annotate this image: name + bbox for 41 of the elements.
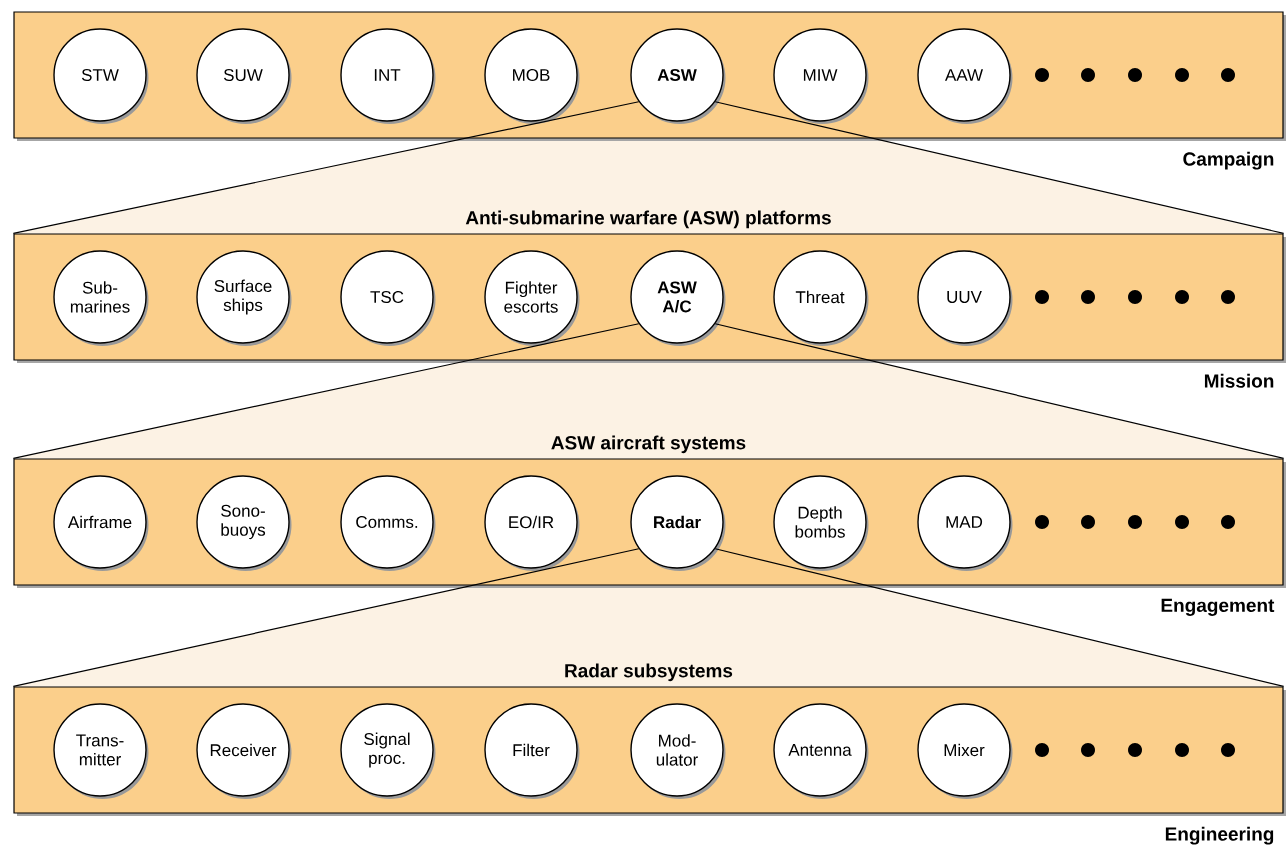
- circle-node: UUV: [917, 250, 1013, 346]
- circle-node: Surface ships: [196, 250, 292, 346]
- circle-node: INT: [340, 28, 436, 124]
- band-heading: Radar subsystems: [565, 663, 733, 682]
- circle-node: Receiver: [196, 703, 292, 799]
- expansion-line: [12, 101, 640, 234]
- expansion-line: [714, 323, 1285, 459]
- circle-node: MIW: [773, 28, 869, 124]
- circle-node: Threat: [773, 250, 869, 346]
- circle-node: TSC: [340, 250, 436, 346]
- level-label: Campaign: [1183, 151, 1274, 170]
- circle-node: Depth bombs: [773, 475, 869, 571]
- expansion-line: [714, 548, 1285, 687]
- circle-node: MOB: [484, 28, 580, 124]
- circle-node: ASW: [630, 28, 726, 124]
- circle-node: STW: [53, 28, 149, 124]
- circle-node: Filter: [484, 703, 580, 799]
- band-heading: Anti-submarine warfare (ASW) platforms: [465, 210, 831, 229]
- circle-node: Fighter escorts: [484, 250, 580, 346]
- circle-node: Trans- mitter: [53, 703, 149, 799]
- circle-node: AAW: [917, 28, 1013, 124]
- circle-node: Mixer: [917, 703, 1013, 799]
- circle-node: MAD: [917, 475, 1013, 571]
- expansion-line: [714, 101, 1285, 234]
- level-label: Engineering: [1165, 826, 1274, 845]
- circle-node: Signal proc.: [340, 703, 436, 799]
- level-label: Mission: [1204, 373, 1274, 388]
- circle-node: Antenna: [773, 703, 869, 799]
- circle-node: EO/IR: [484, 475, 580, 571]
- circle-node: Sub- marines: [53, 250, 149, 346]
- level-label: Engagement: [1161, 598, 1275, 616]
- expansion-line: [12, 548, 640, 687]
- circle-node: Mod- ulator: [630, 703, 726, 799]
- circle-node: Radar: [630, 475, 726, 571]
- circle-node: Airframe: [53, 475, 149, 571]
- circle-node: Comms.: [340, 475, 436, 571]
- band-heading: ASW aircraft systems: [551, 435, 746, 454]
- circle-node: SUW: [196, 28, 292, 124]
- circle-node: ASW A/C: [630, 250, 726, 346]
- expansion-line: [12, 323, 640, 459]
- circle-node: Sono- buoys: [196, 475, 292, 571]
